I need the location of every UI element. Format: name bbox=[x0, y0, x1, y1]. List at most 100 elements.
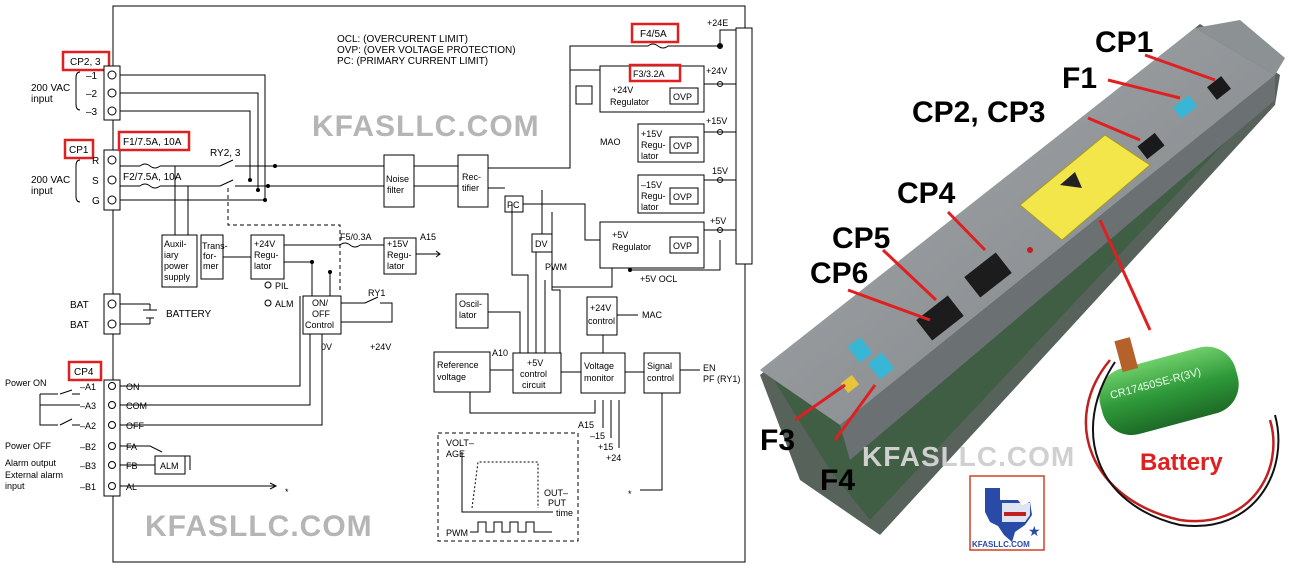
aux-power-block bbox=[161, 234, 198, 288]
alm-relay-text: ALM bbox=[160, 461, 179, 471]
ovp-24v bbox=[669, 87, 699, 105]
cp1-connector bbox=[103, 149, 121, 211]
f1-callout-box bbox=[117, 130, 191, 152]
plus15v-label: +15V bbox=[706, 116, 727, 126]
plus5v-label: +5V bbox=[710, 216, 726, 226]
f1-arrow bbox=[1107, 78, 1181, 100]
rectifier-text-1: Rec- bbox=[462, 172, 481, 182]
cp1-callout-box bbox=[63, 138, 95, 160]
reg24-text-2: Regu- bbox=[254, 250, 279, 260]
pin-a1: –A1 bbox=[80, 382, 96, 392]
cp23-label: CP2, 3 bbox=[70, 57, 101, 68]
transformer-text-3: mer bbox=[203, 261, 219, 271]
c24-text-2: control bbox=[588, 316, 615, 326]
waveform-inset bbox=[437, 432, 579, 542]
callout-cp1: CP1 bbox=[1095, 26, 1153, 59]
logo-text: KFASLLC.COM bbox=[972, 540, 1030, 549]
f4-label: F4/5A bbox=[640, 29, 667, 40]
dv-text: DV bbox=[535, 239, 548, 249]
aux-text-1: Auxil- bbox=[164, 239, 187, 249]
ovp-minus15v bbox=[669, 187, 699, 205]
callout-cp23: CP2, CP3 bbox=[912, 96, 1045, 129]
pin-b2: –B2 bbox=[80, 442, 96, 452]
f3-fuse bbox=[847, 337, 873, 363]
noise-filter-text-1: Noise bbox=[386, 174, 409, 184]
f4-arrow bbox=[833, 384, 877, 441]
alarm-output-label: Alarm output bbox=[5, 458, 57, 468]
ovp-15v-text: OVP bbox=[673, 141, 692, 151]
pc-text: PC bbox=[507, 200, 520, 210]
signal-control-block bbox=[643, 352, 681, 394]
f5-label: F5/0.3A bbox=[340, 232, 372, 242]
ry23-label: RY2, 3 bbox=[210, 148, 241, 159]
transformer-text-1: Trans- bbox=[202, 241, 228, 251]
power-off-label: Power OFF bbox=[5, 441, 52, 451]
power-on-label: Power ON bbox=[5, 378, 47, 388]
plus24-label: +24 bbox=[606, 453, 621, 463]
watermark-bottom: KFASLLC.COM bbox=[145, 510, 373, 543]
f1-fuse bbox=[1172, 95, 1198, 119]
battery-arrow bbox=[1098, 219, 1152, 331]
cp1-label: CP1 bbox=[69, 145, 89, 156]
cp1-socket bbox=[1206, 76, 1232, 100]
pin-b3: –B3 bbox=[80, 461, 96, 471]
f3-label: F3/3.2A bbox=[633, 69, 665, 79]
legend-pc: PC: (PRIMARY CURRENT LIMIT) bbox=[337, 56, 488, 67]
input-200vac-a: 200 VAC bbox=[31, 83, 70, 94]
en-label: EN bbox=[703, 363, 716, 373]
f1-label: F1/7.5A, 10A bbox=[123, 137, 182, 148]
schematic: OCL: (OVERCURENT LIMIT) OVP: (OVER VOLTA… bbox=[5, 5, 753, 563]
pin-r: R bbox=[92, 156, 99, 167]
external-alarm-label: External alarm bbox=[5, 470, 63, 480]
rm15-text-2: Regu- bbox=[641, 191, 666, 201]
f3-arrow bbox=[794, 383, 846, 422]
photo-watermark: KFASLLC.COM bbox=[862, 441, 1075, 472]
callout-battery: Battery bbox=[1140, 449, 1223, 476]
pin-2: –2 bbox=[86, 89, 98, 100]
wave-pwm: PWM bbox=[446, 528, 468, 538]
rm15-text-1: –15V bbox=[641, 180, 662, 190]
ovp-5v bbox=[669, 236, 699, 254]
off-text: OFF bbox=[126, 421, 144, 431]
pin-a2: –A2 bbox=[80, 421, 96, 431]
pwm-text: PWM bbox=[545, 262, 567, 272]
mao-label: MAO bbox=[600, 137, 621, 147]
cp23-connector bbox=[103, 65, 121, 121]
cp4-label: CP4 bbox=[74, 367, 94, 378]
plus15-label: +15 bbox=[598, 442, 613, 452]
pf-label: PF (RY1) bbox=[703, 374, 740, 384]
star-1: * bbox=[285, 487, 289, 497]
ctl-text-1: +5V bbox=[527, 358, 543, 368]
battery-label: BATTERY bbox=[166, 309, 212, 320]
cp5-arrow bbox=[881, 248, 938, 302]
oscillator-block bbox=[455, 293, 489, 329]
plus24e-label: +24E bbox=[707, 18, 728, 28]
sig-text-1: Signal bbox=[647, 361, 672, 371]
ovp-minus15v-text: OVP bbox=[673, 192, 692, 202]
wave-age: AGE bbox=[446, 449, 465, 459]
voltage-monitor-block bbox=[580, 352, 626, 394]
onoff-text-3: Control bbox=[305, 320, 334, 330]
cp4-callout-box bbox=[67, 360, 103, 382]
cp1-arrow bbox=[1144, 53, 1216, 82]
pin-1: –1 bbox=[86, 71, 98, 82]
mac-label: MAC bbox=[642, 310, 663, 320]
ovp-15v bbox=[669, 136, 699, 154]
plus24v-label: +24V bbox=[706, 66, 727, 76]
alm-relay-block bbox=[154, 455, 186, 475]
reg15-aux-block bbox=[383, 237, 417, 275]
fa-text: FA bbox=[126, 442, 137, 452]
bat-label-2: BAT bbox=[70, 320, 89, 331]
reg15-aux-text-1: +15V bbox=[387, 239, 408, 249]
mon-text-1: Voltage bbox=[584, 361, 614, 371]
sig-text-2: control bbox=[647, 373, 674, 383]
kfasllc-logo: ★ KFASLLC.COM bbox=[969, 475, 1045, 551]
schematic-frame bbox=[112, 5, 746, 563]
reg15-aux-text-2: Regu- bbox=[387, 250, 412, 260]
back-plate bbox=[1195, 20, 1285, 75]
output-connector bbox=[735, 27, 753, 265]
r15-text-1: +15V bbox=[641, 129, 662, 139]
com-text: COM bbox=[126, 401, 147, 411]
osc-text-2: lator bbox=[459, 310, 477, 320]
transformer-text-2: for- bbox=[203, 251, 217, 261]
